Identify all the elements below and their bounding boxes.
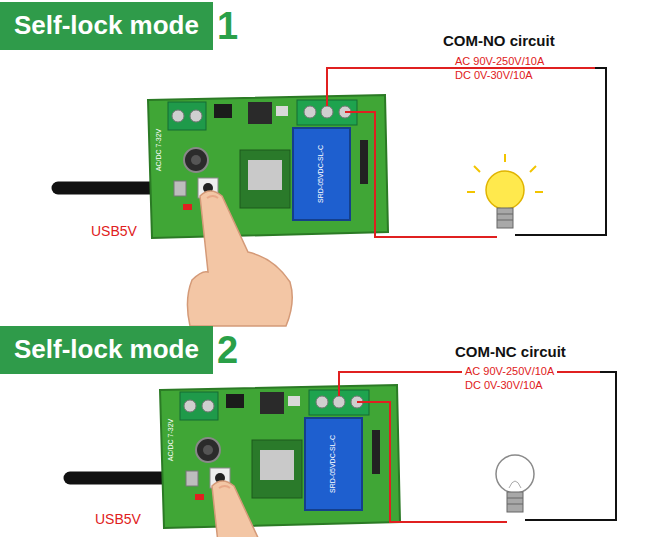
illustration-part <box>496 455 534 493</box>
board-print: AC/DC 7-32V <box>155 129 163 171</box>
power-label: USB5V <box>88 224 140 239</box>
illustration-part <box>467 191 475 193</box>
illustration-part <box>515 68 606 235</box>
power-label: USB5V <box>92 512 144 527</box>
banner-title: Self-lock mode <box>0 2 213 50</box>
illustration-part <box>486 171 524 209</box>
relay-print: SRD-05VDC-SL-C <box>329 435 337 493</box>
illustration-part <box>509 481 521 488</box>
board-print: AC/DC 7-32V <box>167 419 175 461</box>
illustration-part <box>507 504 523 505</box>
illustration-part <box>357 402 507 522</box>
illustration-part <box>199 481 304 537</box>
illustration-part <box>187 191 292 326</box>
illustration-part <box>327 68 595 106</box>
illustration-part <box>497 214 513 215</box>
illustration-part <box>525 372 616 520</box>
illustration-part <box>345 112 497 237</box>
mode-number: 1 <box>217 5 238 48</box>
circuit-title: COM-NO circuit <box>440 33 558 50</box>
rating-text: AC 90V-250V/10A <box>462 365 557 377</box>
illustration-part <box>507 498 523 499</box>
illustration-part <box>497 208 513 228</box>
illustration-part <box>535 191 543 193</box>
mode-banner: Self-lock mode2 <box>0 326 238 374</box>
illustration-part <box>504 154 506 162</box>
illustration-part <box>474 166 480 172</box>
mode-number: 2 <box>217 329 238 372</box>
rating-text: AC 90V-250V/10A <box>452 55 547 67</box>
circuit-title: COM-NC circuit <box>452 344 569 361</box>
illustration-part <box>530 166 536 172</box>
rating-text: DC 0V-30V/10A <box>462 379 546 391</box>
illustration-part <box>507 492 523 512</box>
banner-title: Self-lock mode <box>0 326 213 374</box>
mode-banner: Self-lock mode1 <box>0 2 238 50</box>
illustration-part <box>497 220 513 221</box>
relay-print: SRD-05VDC-SL-C <box>317 145 325 203</box>
rating-text: DC 0V-30V/10A <box>452 69 536 81</box>
